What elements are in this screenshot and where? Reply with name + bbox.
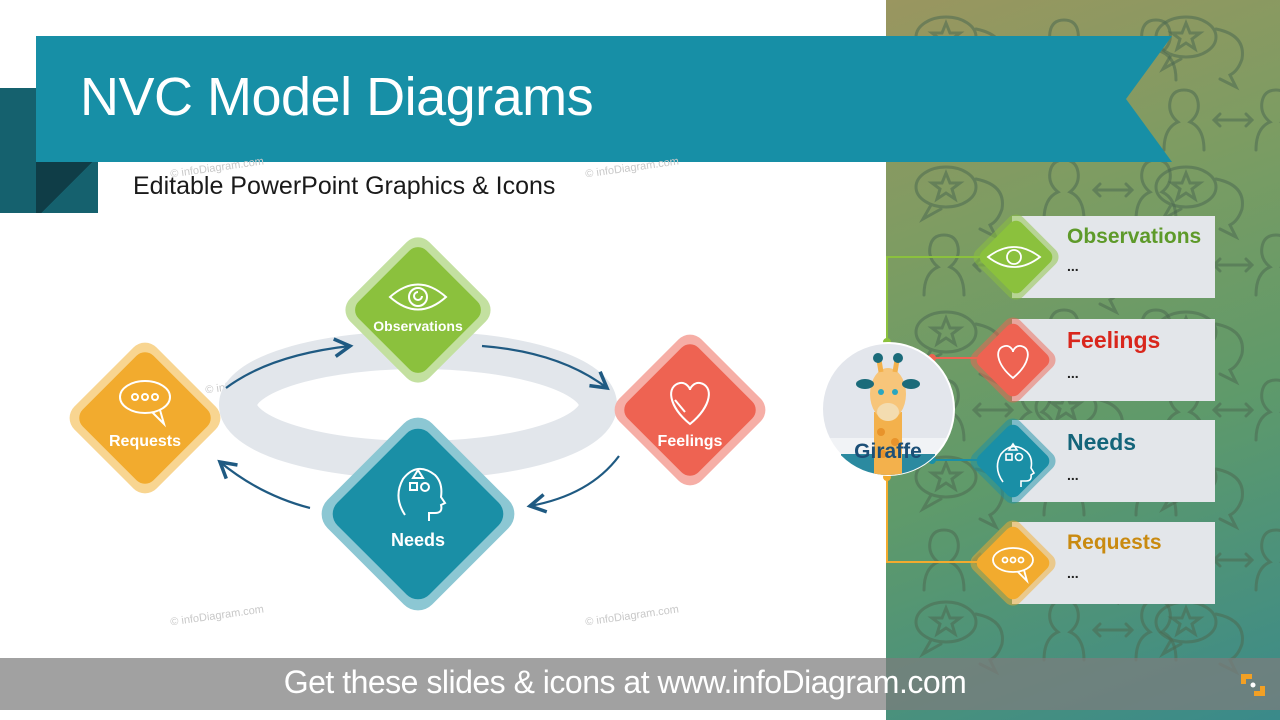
observations-text: ... bbox=[1067, 258, 1079, 274]
observations-title: Observations bbox=[1067, 225, 1202, 248]
speech-bubble-icon bbox=[119, 380, 171, 428]
heart-icon bbox=[670, 381, 710, 426]
arrow-feelings-to-needs bbox=[526, 455, 620, 514]
requests-node[interactable] bbox=[63, 336, 227, 500]
needs-title: Needs bbox=[1067, 429, 1137, 455]
giraffe-label: Giraffe bbox=[854, 440, 922, 463]
page-subtitle: Editable PowerPoint Graphics & Icons bbox=[133, 172, 556, 200]
title-banner bbox=[36, 36, 1172, 162]
head-shapes-icon bbox=[996, 442, 1036, 487]
head-shapes-icon bbox=[397, 468, 447, 521]
footer-link[interactable]: Get these slides & icons at www.infoDiag… bbox=[283, 664, 967, 700]
banner-fold-shadow bbox=[36, 161, 98, 213]
observations-label: Observations bbox=[373, 318, 463, 334]
feelings-diamond bbox=[970, 317, 1056, 403]
eye-icon bbox=[986, 246, 1042, 268]
requests-text: ... bbox=[1067, 565, 1079, 581]
needs-text: ... bbox=[1067, 467, 1079, 483]
arrow-observations-to-feelings bbox=[481, 344, 610, 391]
feelings-title: Feelings bbox=[1067, 327, 1161, 353]
observations-diamond bbox=[973, 214, 1059, 300]
nvc-cycle-diagram: Observations Feelings Needs Requests bbox=[63, 231, 772, 618]
eye-icon bbox=[388, 283, 448, 311]
requests-diamond bbox=[970, 520, 1056, 606]
feelings-node[interactable] bbox=[608, 328, 772, 492]
arrow-requests-to-observations bbox=[225, 337, 354, 389]
needs-diamond bbox=[970, 418, 1056, 504]
page-title: NVC Model Diagrams bbox=[80, 67, 594, 127]
arrow-needs-to-requests bbox=[217, 459, 311, 510]
feelings-text: ... bbox=[1067, 365, 1079, 381]
footer-bar bbox=[0, 658, 1280, 710]
feelings-label: Feelings bbox=[657, 433, 723, 450]
requests-label: Requests bbox=[108, 433, 182, 450]
giraffe-avatar bbox=[821, 342, 955, 476]
observations-node[interactable] bbox=[339, 231, 497, 389]
heart-icon bbox=[997, 344, 1029, 380]
infodiagram-logo-icon bbox=[1241, 674, 1265, 696]
needs-node[interactable] bbox=[313, 409, 522, 618]
speech-bubble-icon bbox=[992, 547, 1034, 585]
requests-title: Requests bbox=[1067, 531, 1162, 554]
needs-label: Needs bbox=[390, 530, 446, 550]
